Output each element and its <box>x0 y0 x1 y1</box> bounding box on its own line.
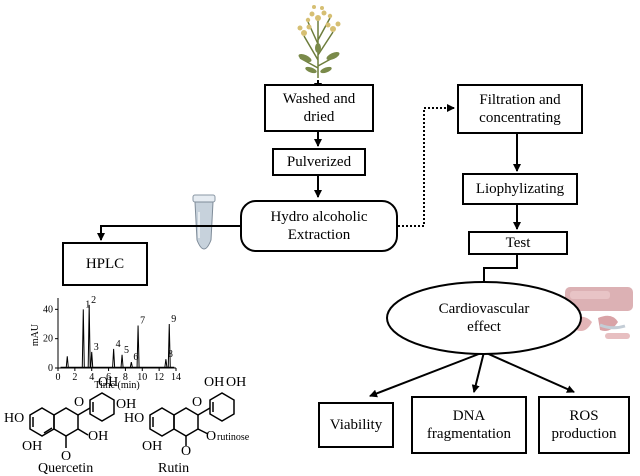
chrom-x-tick-label: 2 <box>72 372 77 383</box>
plant-image <box>297 5 341 78</box>
chrom-peak <box>81 309 85 368</box>
rutin-ring-o: O <box>192 395 202 410</box>
filtration-box: Filtration and concentrating <box>457 84 583 134</box>
chrom-peak <box>65 356 69 368</box>
extraction-box: Hydro alcoholic Extraction <box>240 200 398 252</box>
rutin-ketone-o: O <box>181 444 191 459</box>
chrom-y-tick-label: 40 <box>43 304 53 315</box>
chrom-x-tick-label: 10 <box>137 372 147 383</box>
rutin-name: Rutin <box>158 461 189 476</box>
washed-dried-box: Washed and dried <box>264 84 374 132</box>
quercetin-name: Quercetin <box>38 461 93 476</box>
chrom-peak-label: 8 <box>168 349 173 360</box>
chrom-peak <box>136 325 140 368</box>
rutin-structure <box>149 392 235 446</box>
chrom-peak <box>120 354 124 368</box>
connectors <box>97 80 575 398</box>
chrom-peak <box>167 323 171 368</box>
chrom-x-tick-label: 4 <box>89 372 94 383</box>
quercetin-ketone-o: O <box>61 449 71 464</box>
eppendorf-tube-icon <box>192 194 216 250</box>
rutin-rutinose: rutinose <box>217 432 250 443</box>
chrom-peak-label: 5 <box>124 345 129 356</box>
chrom-x-tick-label: 8 <box>123 372 128 383</box>
chrom-peak-label: 4 <box>116 339 121 350</box>
rutin-oh-top-2: OH <box>226 375 246 390</box>
rutin-oh-top-1: OH <box>204 375 224 390</box>
quercetin-oh-top-2: OH <box>116 397 136 412</box>
quercetin-labels: HO OH OH O OH OH O Quercetin <box>4 375 136 476</box>
rutin-ether-o: O <box>206 429 216 444</box>
chrom-peak-label: 2 <box>91 295 96 306</box>
quercetin-oh-bottom: OH <box>22 439 42 454</box>
chrom-y-label: mAU <box>30 323 41 346</box>
chrom-peak <box>112 348 116 368</box>
viability-box: Viability <box>318 402 394 448</box>
chrom-peak-label: 3 <box>94 342 99 353</box>
chrom-x-tick-label: 12 <box>154 372 164 383</box>
chrom-y-tick-label: 20 <box>43 334 53 345</box>
ros-production-box: ROS production <box>538 396 630 454</box>
chrom-peak <box>129 362 133 368</box>
chrom-y-tick-label: 0 <box>48 363 53 374</box>
chrom-peak <box>87 304 91 368</box>
chrom-x-tick-label: 14 <box>171 372 181 383</box>
quercetin-structure <box>29 392 115 448</box>
pulverized-box: Pulverized <box>272 148 366 176</box>
chrom-peak-label: 6 <box>133 352 138 363</box>
chrom-peak <box>164 359 168 368</box>
quercetin-ring-o: O <box>74 395 84 410</box>
test-box: Test <box>468 231 568 255</box>
rutin-oh-bottom: OH <box>142 439 162 454</box>
chrom-peak-label: 9 <box>171 314 176 325</box>
dna-fragmentation-box: DNA fragmentation <box>411 396 527 454</box>
chrom-peak-label: 1 <box>85 299 90 310</box>
rutin-labels: HO OH OH O OH O O rutinose Rutin <box>124 375 250 476</box>
rutin-ho-left: HO <box>124 411 144 426</box>
quercetin-oh-right: OH <box>88 429 108 444</box>
cardiovascular-label: Cardiovascular effect <box>438 301 530 335</box>
quercetin-oh-top-1: OH <box>98 375 118 390</box>
liophylizating-box: Liophylizating <box>462 173 578 205</box>
chrom-peak <box>90 351 94 368</box>
chrom-x-tick-label: 0 <box>56 372 61 383</box>
hplc-box: HPLC <box>62 242 148 286</box>
cardiovascular-ellipse <box>386 281 582 355</box>
chrom-peak-label: 7 <box>140 315 145 326</box>
chrom-x-label: Time (min) <box>94 380 139 391</box>
quercetin-ho-left: HO <box>4 411 24 426</box>
chrom-x-tick-label: 6 <box>106 372 111 383</box>
